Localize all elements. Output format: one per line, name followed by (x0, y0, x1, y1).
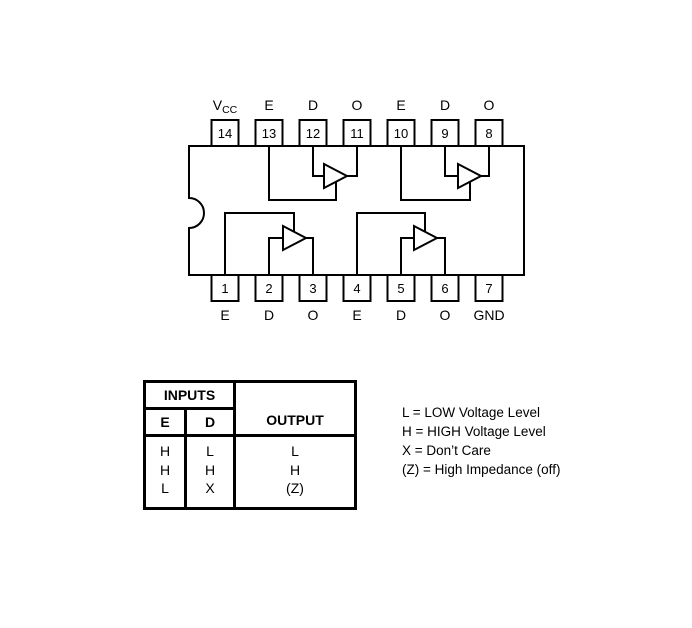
buffer-triangle-3 (282, 224, 309, 252)
tt-cell: L (206, 443, 214, 459)
truth-table-output-header: OUTPUT (233, 380, 357, 437)
wire-d12-input (312, 146, 324, 177)
pin-label: E (396, 97, 405, 113)
pin-14: 14 VCC (210, 97, 240, 147)
legend-line-high: H = HIGH Voltage Level (402, 424, 546, 439)
pin-11: 11 O (342, 97, 372, 147)
legend-line-dontcare: X = Don’t Care (402, 443, 491, 458)
pin-label: GND (473, 307, 504, 323)
tt-cell: H (289, 461, 301, 478)
pin-13: 13 E (254, 97, 284, 147)
pin-label: D (440, 97, 450, 113)
pin-number: 2 (265, 281, 272, 296)
truth-table-col-output-values: L H (Z) (233, 434, 357, 510)
pin-label: E (220, 307, 229, 323)
wire-o8-output (481, 146, 490, 177)
wire-d2-input (268, 237, 283, 275)
truth-table-inputs-header: INPUTS (143, 380, 236, 410)
legend-line-low: L = LOW Voltage Level (402, 405, 540, 420)
pin-box (474, 119, 504, 147)
wire-d9-input (444, 146, 458, 177)
pin-box (298, 119, 328, 147)
wire-e10-enable (400, 146, 471, 201)
pin-label: O (484, 97, 495, 113)
buffer-triangle-4 (413, 224, 440, 252)
pin-box (386, 274, 416, 302)
truth-table-col-e: E (143, 407, 187, 437)
pin-box (342, 119, 372, 147)
pin-box (430, 274, 460, 302)
pin-number: 3 (309, 281, 316, 296)
pin-8: 8O (474, 97, 504, 147)
wire-e1-enable (224, 212, 295, 275)
pin-10: 10 E (386, 97, 416, 147)
pin-number: 13 (262, 126, 276, 141)
truth-table-col-d: D (184, 407, 236, 437)
ic-body (188, 145, 525, 276)
pin-number: 14 (218, 126, 232, 141)
pin-number: 9 (441, 126, 448, 141)
pin-number: 1 (221, 281, 228, 296)
pin-12: 12 D (298, 97, 328, 147)
pin-number: 11 (350, 126, 364, 141)
pin-label: D (264, 307, 274, 323)
pin-box (430, 119, 460, 147)
pin-box (210, 119, 240, 147)
pin-3: 3O (298, 274, 328, 323)
pin-number: 10 (394, 126, 408, 141)
legend-line-highz: (Z) = High Impedance (off) (402, 462, 561, 477)
tt-cell: L (291, 443, 299, 459)
truth-table-col-e-values: H H L (143, 434, 187, 510)
wire-o6-output (437, 237, 446, 275)
tt-cell: L (161, 480, 169, 496)
pin-5: 5D (386, 274, 416, 323)
pin-2: 2D (254, 274, 284, 323)
pin-label: D (396, 307, 406, 323)
pin-label: E (352, 307, 361, 323)
pin-1: 1E (210, 274, 240, 323)
pin-box (254, 119, 284, 147)
pin-number: 12 (306, 126, 320, 141)
tt-cell: H (204, 461, 216, 478)
pin-box (474, 274, 504, 302)
pin-box (210, 274, 240, 302)
pin-box (342, 274, 372, 302)
pin-label: O (440, 307, 451, 323)
buffer-triangle-2 (457, 162, 484, 190)
tt-cell: H (159, 461, 171, 478)
wire-d5-input (400, 237, 414, 275)
pin-number: 5 (397, 281, 404, 296)
pin-number: 7 (485, 281, 492, 296)
pin-number: 6 (441, 281, 448, 296)
tt-cell: X (205, 480, 215, 496)
tt-cell: (Z) (286, 480, 304, 496)
pin-4: 4E (342, 274, 372, 323)
pin-9: 9D (430, 97, 460, 147)
pin-number: 4 (353, 281, 360, 296)
tt-cell: H (159, 443, 171, 459)
legend: L = LOW Voltage Level H = HIGH Voltage L… (402, 403, 560, 479)
pin-label: O (352, 97, 363, 113)
pin-label: VCC (213, 97, 238, 116)
truth-table: INPUTS OUTPUT E D H H L L H X L H (Z) (143, 380, 357, 510)
pin-number: 8 (485, 126, 492, 141)
wire-e13-enable (268, 146, 337, 201)
pin-label: O (308, 307, 319, 323)
buffer-triangle-1 (323, 162, 350, 190)
pin-box (254, 274, 284, 302)
pin-label: E (264, 97, 273, 113)
truth-table-col-d-values: L H X (184, 434, 236, 510)
wire-o11-output (347, 146, 358, 177)
wire-e4-enable (356, 212, 426, 275)
pin-label: D (308, 97, 318, 113)
pin-box (298, 274, 328, 302)
wire-o3-output (306, 237, 314, 275)
pin-6: 6O (430, 274, 460, 323)
pin-box (386, 119, 416, 147)
